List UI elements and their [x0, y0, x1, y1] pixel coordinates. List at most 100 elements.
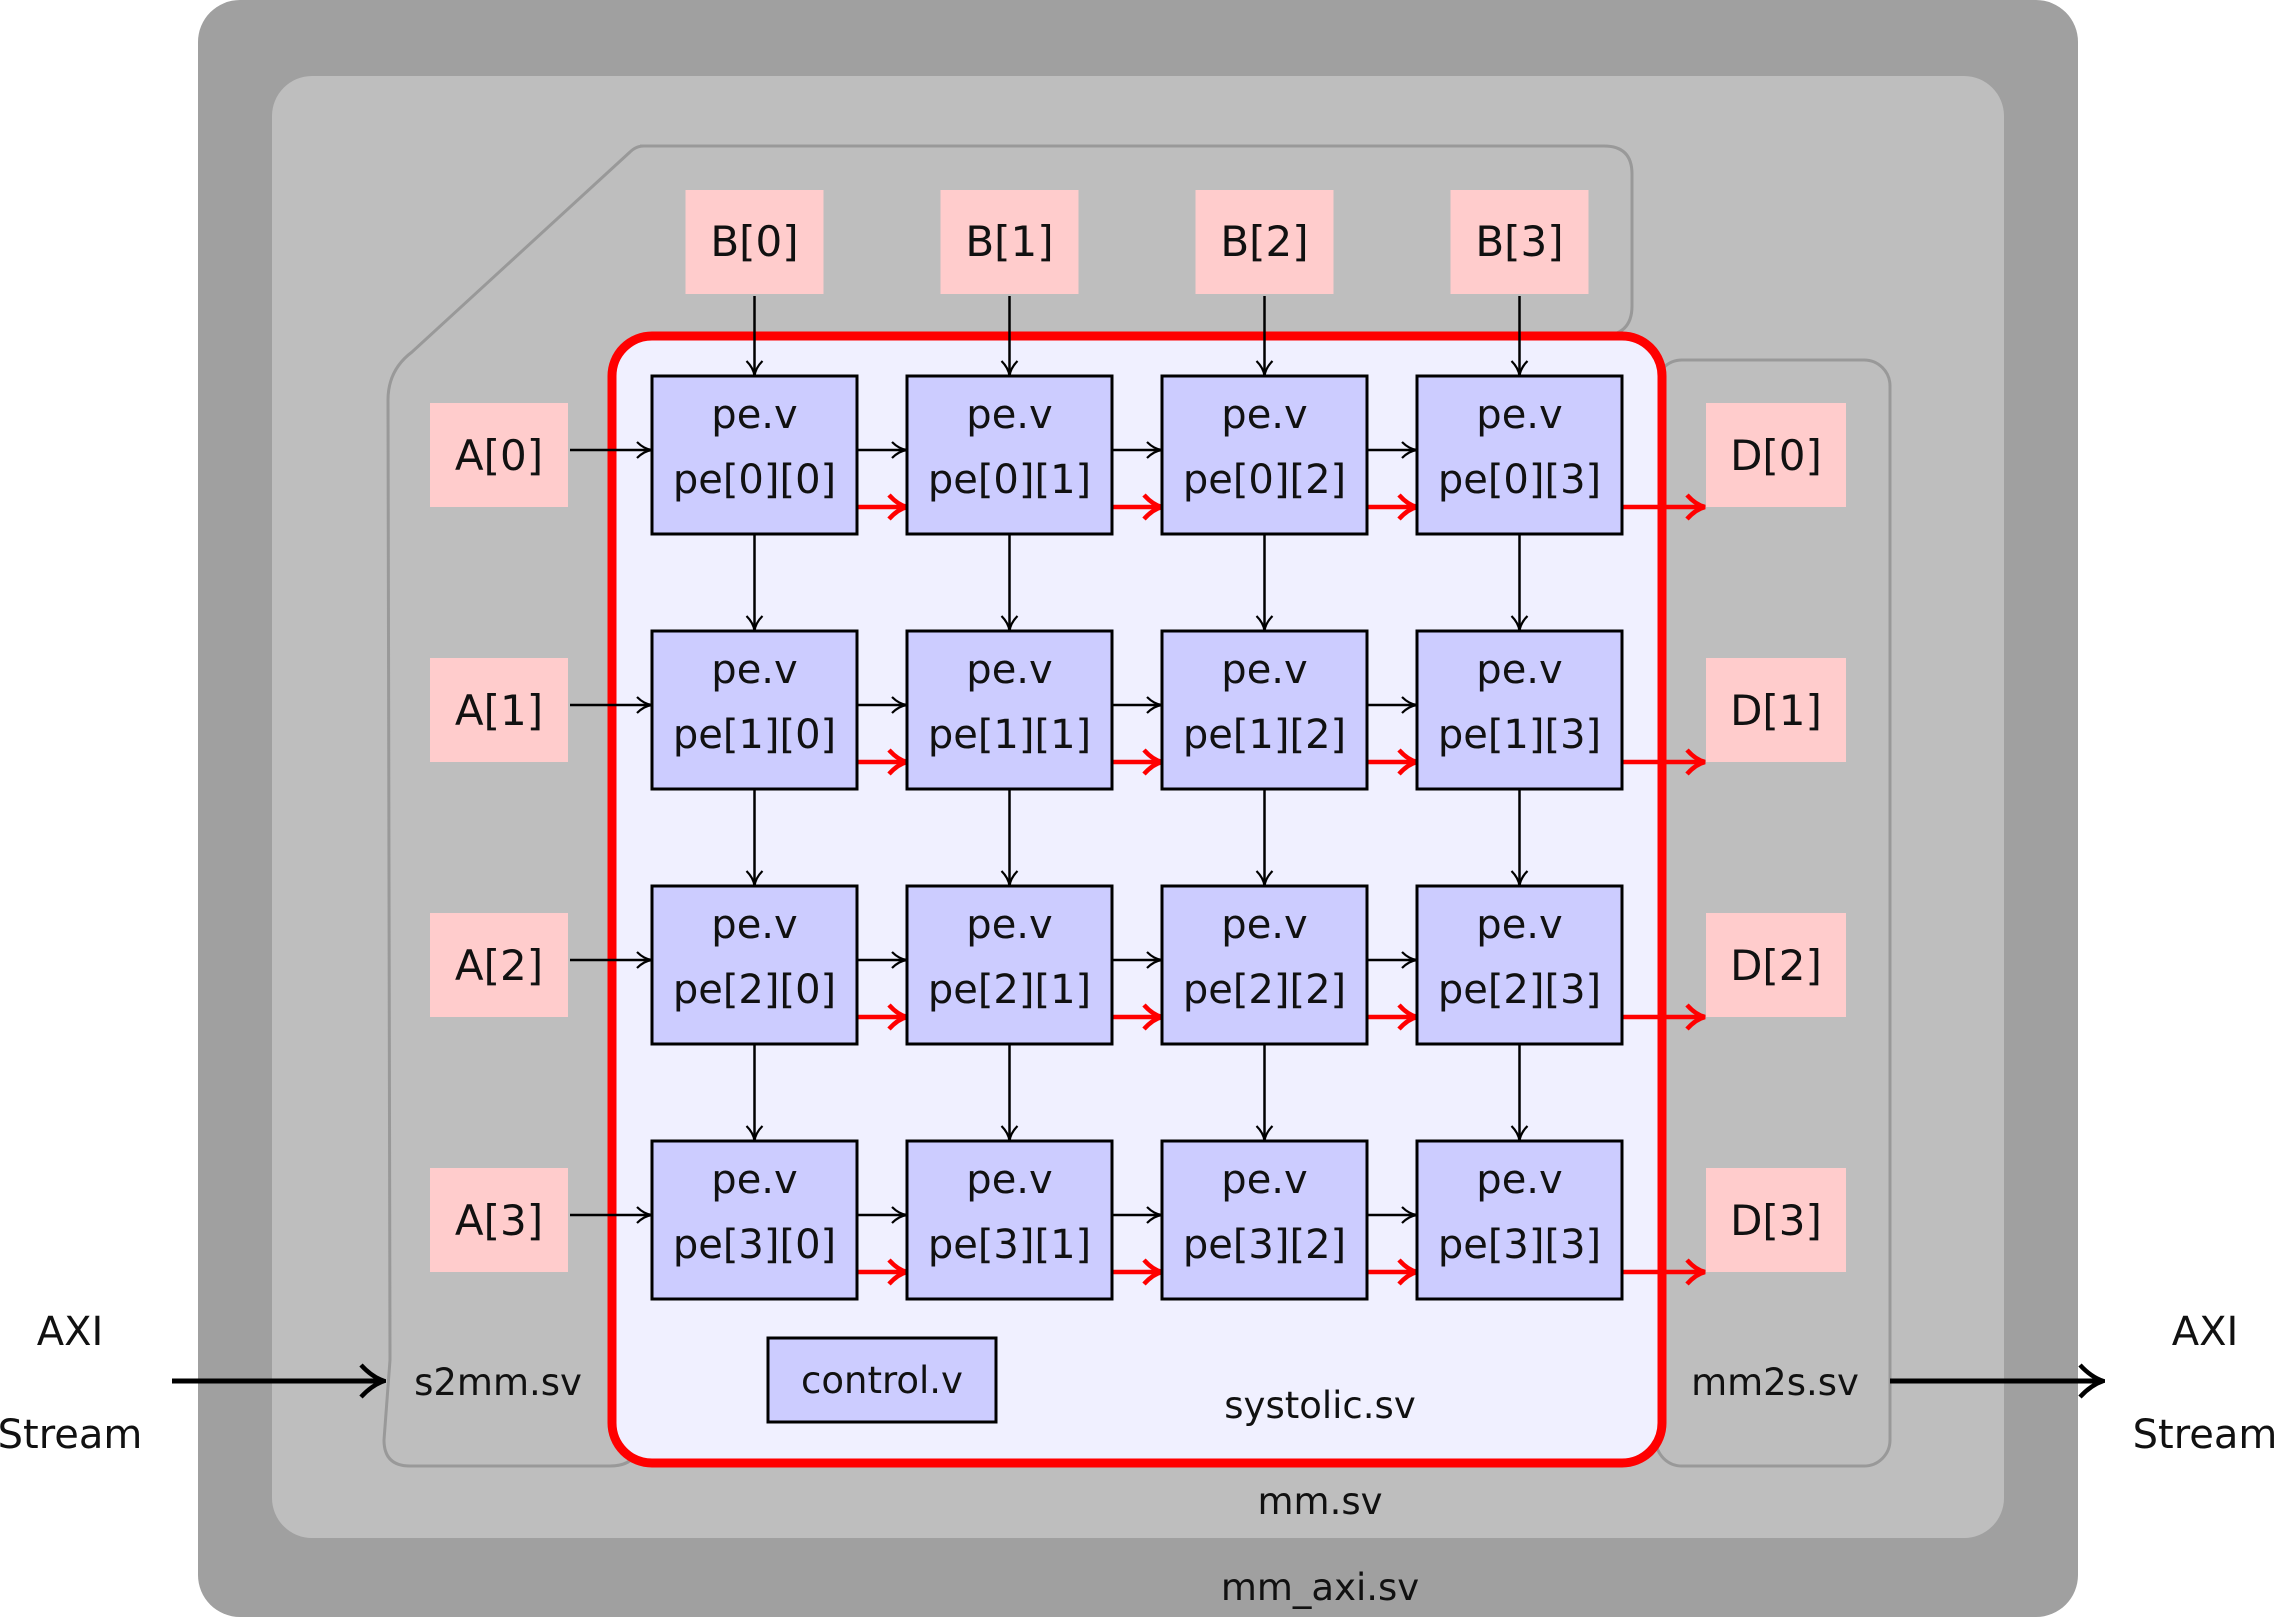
pe-instance-name: pe[0][1]: [928, 457, 1091, 503]
output-d-label: D[1]: [1730, 686, 1822, 735]
pe-instance-name: pe[2][2]: [1183, 967, 1346, 1013]
pe-1-3: pe.v pe[1][3]: [1415, 629, 1624, 791]
mm2s-module-label: mm2s.sv: [1691, 1361, 1859, 1404]
pe-3-0: pe.vpe[3][0]: [650, 1139, 859, 1301]
output-d-1: D[1]: [1706, 658, 1846, 762]
s2mm-module-label: s2mm.sv: [414, 1361, 582, 1404]
connection-arrows: [570, 296, 1706, 1286]
axi-in-label-line2: Stream: [0, 1412, 142, 1458]
pe-3-1: pe.vpe[3][1]: [905, 1139, 1114, 1301]
pe-module-name: pe.v: [1221, 1157, 1307, 1203]
input-b-box: [1195, 190, 1334, 294]
axi-in-label-line1: AXI: [37, 1309, 104, 1355]
pe-box: [905, 629, 1114, 791]
pe-instance-name: pe[2][3]: [1438, 967, 1601, 1013]
pe-2-3: pe.v pe[2][3]: [1415, 884, 1624, 1046]
input-a-box: [430, 403, 568, 507]
input-a-box: [430, 913, 568, 1017]
input-b-box: [1450, 190, 1589, 294]
pe-3-3: pe.v pe[3][3]: [1415, 1139, 1624, 1301]
pe-module-name: pe.v: [711, 902, 797, 948]
pe-2-2: pe.v pe[2][2]: [1160, 884, 1369, 1046]
pe-module-name: pe.v: [966, 902, 1052, 948]
pe-1-0: pe.v pe[1][0]: [650, 629, 859, 791]
input-b-2: B[2]: [1195, 190, 1334, 294]
pe-box: [1160, 1139, 1369, 1301]
input-b-label: B[0]: [710, 217, 798, 266]
control-module-label: control.v: [801, 1359, 963, 1402]
pe-box: [905, 1139, 1114, 1301]
pe-box: [650, 374, 859, 536]
pe-module-name: pe.v: [711, 392, 797, 438]
pe-box: [1160, 374, 1369, 536]
s2mm-module-outline: [382, 144, 1634, 1468]
pe-box: [1415, 374, 1624, 536]
pe-module-name: pe.v: [1221, 902, 1307, 948]
pe-instance-name: pe[2][0]: [673, 967, 836, 1013]
pe-module-name: pe.v: [1476, 1157, 1562, 1203]
io-ports: A[0] A[1] A[2] A[3] B[0] B[1] B[2] B[3] D[0] D[1]…: [430, 190, 1846, 1272]
pe-module-name: pe.v: [966, 647, 1052, 693]
input-a-0: A[0]: [430, 403, 568, 507]
pe-box: [905, 374, 1114, 536]
pe-box: [650, 1139, 859, 1301]
output-d-box: [1706, 403, 1846, 507]
input-a-2: A[2]: [430, 913, 568, 1017]
pe-instance-name: pe[1][1]: [928, 712, 1091, 758]
input-b-box: [685, 190, 824, 294]
output-d-box: [1706, 1168, 1846, 1272]
input-a-box: [430, 1168, 568, 1272]
pe-module-name: pe.v: [711, 647, 797, 693]
pe-instance-name: pe[3][1]: [928, 1222, 1091, 1268]
input-b-box: [940, 190, 1079, 294]
pe-0-2: pe.vpe[0][2]: [1160, 374, 1369, 536]
input-b-0: B[0]: [685, 190, 824, 294]
pe-2-0: pe.v pe[2][0]: [650, 884, 859, 1046]
output-d-box: [1706, 658, 1846, 762]
pe-instance-name: pe[0][0]: [673, 457, 836, 503]
input-b-1: B[1]: [940, 190, 1079, 294]
pe-module-name: pe.v: [1221, 392, 1307, 438]
pe-grid: pe.vpe[0][0]pe.vpe[0][1]pe.vpe[0][2]pe.v…: [650, 374, 1624, 1301]
pe-module-name: pe.v: [966, 392, 1052, 438]
input-a-label: A[3]: [455, 1196, 543, 1245]
systolic-module-box: [607, 331, 1667, 1468]
input-a-label: A[0]: [455, 431, 543, 480]
pe-module-name: pe.v: [1476, 392, 1562, 438]
pe-3-2: pe.v pe[3][2]: [1160, 1139, 1369, 1301]
input-a-box: [430, 658, 568, 762]
pe-0-0: pe.v pe[0][0]: [650, 374, 859, 536]
pe-instance-name: pe[2][1]: [928, 967, 1091, 1013]
pe-box: [1415, 629, 1624, 791]
pe-module-name: pe.v: [1476, 902, 1562, 948]
pe-box: [1415, 1139, 1624, 1301]
pe-1-2: pe.vpe[1][2]: [1160, 629, 1369, 791]
input-b-label: B[1]: [965, 217, 1053, 266]
pe-box: [650, 629, 859, 791]
input-a-label: A[1]: [455, 686, 543, 735]
mm-module-label: mm.sv: [1257, 1480, 1382, 1523]
mm-axi-module-label: mm_axi.sv: [1221, 1566, 1419, 1609]
output-d-0: D[0]: [1706, 403, 1846, 507]
output-d-label: D[2]: [1730, 941, 1822, 990]
pe-instance-name: pe[3][0]: [673, 1222, 836, 1268]
input-a-1: A[1]: [430, 658, 568, 762]
pe-instance-name: pe[0][3]: [1438, 457, 1601, 503]
input-a-3: A[3]: [430, 1168, 568, 1272]
pe-instance-name: pe[1][0]: [673, 712, 836, 758]
input-a-label: A[2]: [455, 941, 543, 990]
pe-instance-name: pe[1][3]: [1438, 712, 1601, 758]
pe-box: [1160, 629, 1369, 791]
input-b-label: B[3]: [1475, 217, 1563, 266]
axi-out-label-line1: AXI: [2172, 1309, 2239, 1355]
pe-instance-name: pe[3][3]: [1438, 1222, 1601, 1268]
input-b-label: B[2]: [1220, 217, 1308, 266]
pe-1-1: pe.v pe[1][1]: [905, 629, 1114, 791]
output-d-label: D[0]: [1730, 431, 1822, 480]
input-b-3: B[3]: [1450, 190, 1589, 294]
pe-instance-name: pe[3][2]: [1183, 1222, 1346, 1268]
pe-box: [1160, 884, 1369, 1046]
pe-module-name: pe.v: [1476, 647, 1562, 693]
pe-instance-name: pe[1][2]: [1183, 712, 1346, 758]
